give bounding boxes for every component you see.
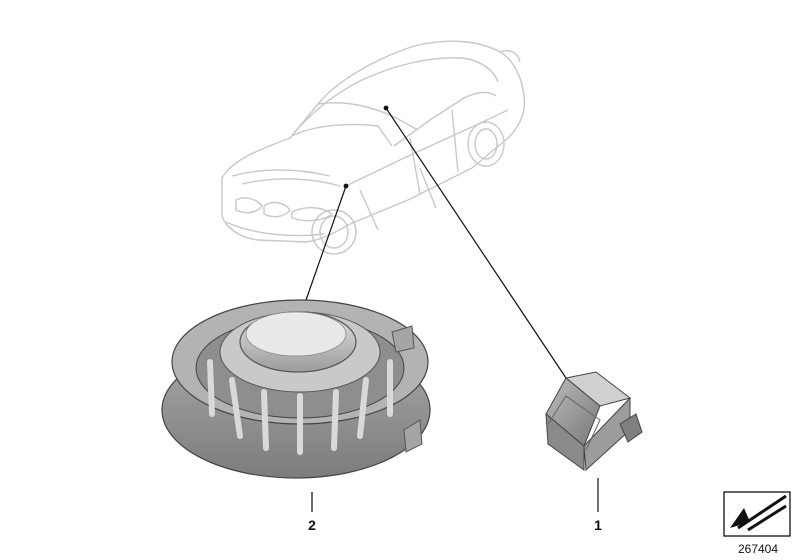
callout-part-1: 1 [594, 517, 602, 533]
leader-line-part-2 [305, 185, 347, 301]
leader-lines [305, 107, 599, 512]
callout-part-2: 2 [308, 517, 316, 533]
control-unit-part [545, 371, 643, 472]
leader-dot-part-2 [343, 183, 349, 189]
stripe-pointer-icon [723, 491, 791, 537]
leader-line-part-1 [385, 107, 567, 379]
car-outline [221, 40, 526, 255]
leader-dot-part-1 [383, 105, 389, 111]
diagram-number: 267404 [738, 542, 778, 556]
speaker-part [161, 299, 431, 479]
